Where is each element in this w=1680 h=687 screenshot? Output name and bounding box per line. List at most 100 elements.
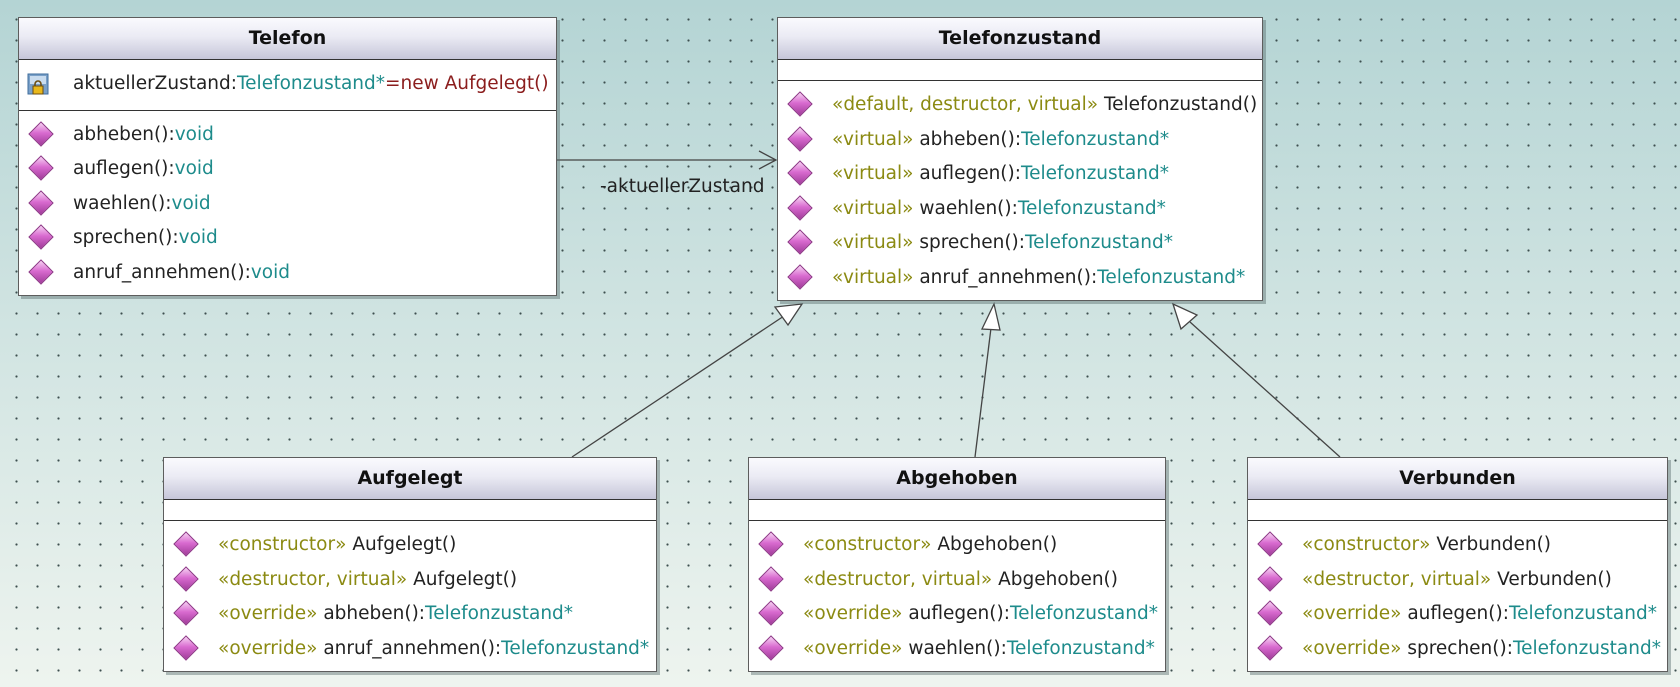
- operation-name: Telefonzustand(): [1098, 94, 1258, 115]
- operation-name: Abgehoben(): [992, 568, 1118, 590]
- public-operation-icon: [1257, 531, 1283, 557]
- operation-stereotype: «override»: [803, 637, 903, 659]
- class-aufgelegt[interactable]: Aufgelegt «constructor» Aufgelegt() «des…: [163, 457, 657, 672]
- operation-return-type: Telefonzustand*: [1009, 603, 1158, 624]
- operation-stereotype: «virtual»: [832, 266, 914, 288]
- operation-row[interactable]: «virtual» anruf_annehmen():Telefonzustan…: [778, 261, 1262, 296]
- operation-row[interactable]: «override» anruf_annehmen():Telefonzusta…: [164, 632, 656, 667]
- attributes-compartment: aktuellerZustand:Telefonzustand*=new Auf…: [19, 60, 556, 111]
- operation-stereotype: «override»: [218, 603, 318, 624]
- operation-return-type: void: [250, 261, 291, 283]
- operation-row[interactable]: «destructor, virtual» Verbunden(): [1248, 563, 1667, 598]
- operation-name: Aufgelegt(): [407, 568, 518, 590]
- public-operation-icon: [28, 155, 54, 181]
- operation-name: abheben():: [317, 603, 426, 624]
- public-operation-icon: [758, 600, 784, 626]
- generalization-arrowhead-aufgelegt: [773, 303, 804, 327]
- class-name: Aufgelegt: [164, 458, 656, 500]
- operation-return-type: void: [174, 158, 214, 179]
- operation-name: sprechen():: [1401, 637, 1513, 659]
- generalization-line-aufgelegt: [571, 311, 791, 458]
- generalization-arrowhead-verbunden: [1171, 302, 1199, 331]
- generalization-arrowhead-abgehoben: [980, 302, 1001, 331]
- operation-stereotype: «virtual»: [832, 163, 914, 184]
- operation-name: abheben():: [73, 123, 175, 145]
- operation-row[interactable]: «override» auflegen():Telefonzustand*: [1248, 597, 1667, 632]
- operation-name: Verbunden(): [1430, 534, 1552, 555]
- operation-name: Verbunden(): [1491, 568, 1612, 590]
- attributes-compartment: [778, 60, 1262, 81]
- operation-stereotype: «override»: [803, 603, 903, 624]
- operation-row[interactable]: «virtual» sprechen():Telefonzustand*: [778, 226, 1262, 261]
- operation-return-type: Telefonzustand*: [1006, 637, 1155, 659]
- association-role-label: -aktuellerZustand: [600, 176, 765, 197]
- operation-stereotype: «default, destructor, virtual»: [832, 94, 1099, 115]
- operation-name: waehlen():: [902, 637, 1007, 659]
- operation-row[interactable]: «override» auflegen():Telefonzustand*: [749, 597, 1165, 632]
- generalization-line-abgehoben: [974, 327, 992, 458]
- class-verbunden[interactable]: Verbunden «constructor» Verbunden() «des…: [1247, 457, 1668, 672]
- operation-stereotype: «destructor, virtual»: [1302, 568, 1492, 590]
- class-telefonzustand[interactable]: Telefonzustand «default, destructor, vir…: [777, 17, 1263, 301]
- operation-return-type: Telefonzustand*: [1017, 197, 1166, 219]
- attributes-compartment: [749, 500, 1165, 521]
- attribute-name: aktuellerZustand:: [73, 73, 238, 94]
- operation-row[interactable]: «virtual» abheben():Telefonzustand*: [778, 123, 1262, 158]
- class-abgehoben[interactable]: Abgehoben «constructor» Abgehoben() «des…: [748, 457, 1166, 672]
- public-operation-icon: [1257, 600, 1283, 626]
- operations-compartment: abheben():void auflegen():void waehlen()…: [19, 111, 556, 296]
- operations-compartment: «constructor» Verbunden() «destructor, v…: [1248, 521, 1667, 671]
- public-operation-icon: [758, 634, 784, 661]
- operation-return-type: void: [174, 123, 214, 145]
- attribute-type: Telefonzustand*: [237, 73, 386, 94]
- public-operation-icon: [173, 634, 199, 661]
- attribute-row[interactable]: aktuellerZustand:Telefonzustand*=new Auf…: [19, 67, 556, 102]
- public-operation-icon: [28, 120, 54, 147]
- operation-row[interactable]: «constructor» Verbunden(): [1248, 528, 1667, 563]
- operation-row[interactable]: «virtual» waehlen():Telefonzustand*: [778, 192, 1262, 227]
- class-telefon[interactable]: Telefon aktuellerZustand:Telefonzustand*…: [18, 17, 557, 296]
- operation-stereotype: «constructor»: [803, 534, 932, 555]
- attributes-compartment: [1248, 500, 1667, 521]
- public-operation-icon: [787, 91, 813, 117]
- operation-name: anruf_annehmen():: [317, 637, 502, 659]
- operation-row[interactable]: «destructor, virtual» Abgehoben(): [749, 563, 1165, 598]
- operation-return-type: Telefonzustand*: [1097, 266, 1246, 288]
- operation-row[interactable]: sprechen():void: [19, 221, 556, 256]
- operation-stereotype: «override»: [1302, 603, 1402, 624]
- operation-row[interactable]: «constructor» Abgehoben(): [749, 528, 1165, 563]
- operation-stereotype: «virtual»: [832, 197, 914, 219]
- operation-stereotype: «virtual»: [832, 128, 914, 150]
- operations-compartment: «default, destructor, virtual» Telefonzu…: [778, 81, 1262, 300]
- operation-row[interactable]: «override» sprechen():Telefonzustand*: [1248, 632, 1667, 667]
- operations-compartment: «constructor» Abgehoben() «destructor, v…: [749, 521, 1165, 671]
- operation-return-type: Telefonzustand*: [1508, 603, 1657, 624]
- operation-row[interactable]: «destructor, virtual» Aufgelegt(): [164, 563, 656, 598]
- operation-row[interactable]: «constructor» Aufgelegt(): [164, 528, 656, 563]
- public-operation-icon: [758, 531, 784, 557]
- operation-return-type: Telefonzustand*: [1024, 232, 1173, 253]
- operation-row[interactable]: anruf_annehmen():void: [19, 256, 556, 291]
- operation-stereotype: «virtual»: [832, 232, 914, 253]
- operations-compartment: «constructor» Aufgelegt() «destructor, v…: [164, 521, 656, 671]
- operation-row[interactable]: «default, destructor, virtual» Telefonzu…: [778, 88, 1262, 123]
- operation-stereotype: «constructor»: [218, 534, 347, 555]
- class-name: Telefon: [19, 18, 556, 60]
- operation-name: auflegen():: [1401, 603, 1509, 624]
- operation-row[interactable]: auflegen():void: [19, 152, 556, 187]
- public-operation-icon: [1257, 565, 1283, 592]
- operation-stereotype: «override»: [1302, 637, 1402, 659]
- operation-name: auflegen():: [913, 163, 1021, 184]
- operation-row[interactable]: «virtual» auflegen():Telefonzustand*: [778, 157, 1262, 192]
- operation-row[interactable]: abheben():void: [19, 118, 556, 153]
- operation-name: auflegen():: [902, 603, 1010, 624]
- operation-row[interactable]: «override» waehlen():Telefonzustand*: [749, 632, 1165, 667]
- operation-stereotype: «constructor»: [1302, 534, 1431, 555]
- public-operation-icon: [787, 194, 813, 221]
- class-name: Telefonzustand: [778, 18, 1262, 60]
- operation-row[interactable]: «override» abheben():Telefonzustand*: [164, 597, 656, 632]
- class-name: Verbunden: [1248, 458, 1667, 500]
- operation-name: waehlen():: [913, 197, 1018, 219]
- operation-row[interactable]: waehlen():void: [19, 187, 556, 222]
